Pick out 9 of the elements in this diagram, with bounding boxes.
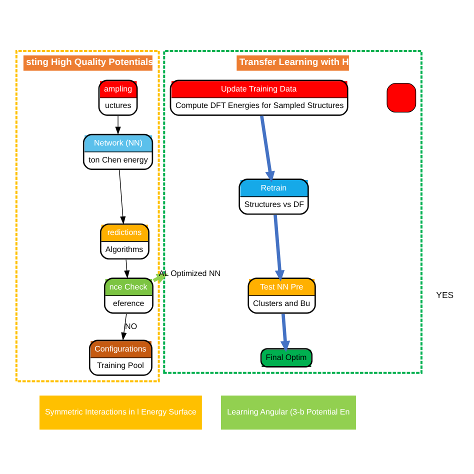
node-box [386, 82, 416, 112]
arrow [119, 169, 126, 224]
arrow [124, 258, 130, 278]
arrow [274, 214, 285, 281]
arrow [280, 313, 290, 352]
label: YES [436, 289, 454, 300]
arrow [260, 115, 275, 182]
arrow [115, 115, 121, 134]
arrow [121, 313, 127, 340]
